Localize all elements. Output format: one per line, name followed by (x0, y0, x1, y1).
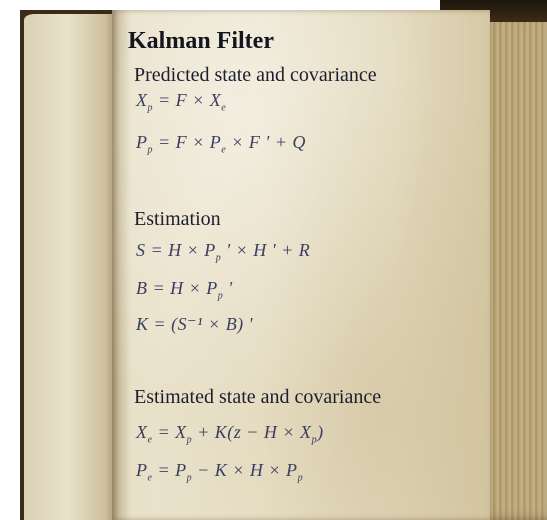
equation-s: S = H × Pp ' × H ' + R (136, 240, 310, 264)
equation-estimated-covariance: Pe = Pp − K × H × Pp (136, 460, 303, 484)
equation-estimated-state: Xe = Xp + K(z − H × Xp) (136, 422, 324, 446)
left-page (24, 14, 120, 520)
equation-text: Pp = F × Pe × F ' + Q (136, 132, 306, 156)
section-heading-predicted: Predicted state and covariance (134, 64, 377, 86)
equation-text: K = (S⁻¹ × B) ' (136, 314, 254, 334)
equation-text: Xe = Xp + K(z − H × Xp) (136, 422, 324, 446)
equation-b: B = H × Pp ' (136, 278, 233, 302)
section-heading-estimation: Estimation (134, 208, 221, 230)
page-title: Kalman Filter (128, 28, 274, 54)
equation-predicted-state: Xp = F × Xe (136, 90, 226, 114)
equation-text: S = H × Pp ' × H ' + R (136, 240, 311, 264)
equation-text: B = H × Pp ' (136, 278, 233, 302)
equation-text: Pe = Pp − K × H × Pp (136, 460, 304, 484)
equation-text: Xp = F × Xe (136, 90, 227, 114)
section-heading-estimated: Estimated state and covariance (134, 386, 382, 408)
equation-k: K = (S⁻¹ × B) ' (136, 314, 253, 335)
book-page (112, 10, 490, 520)
equation-predicted-covariance: Pp = F × Pe × F ' + Q (136, 132, 306, 156)
